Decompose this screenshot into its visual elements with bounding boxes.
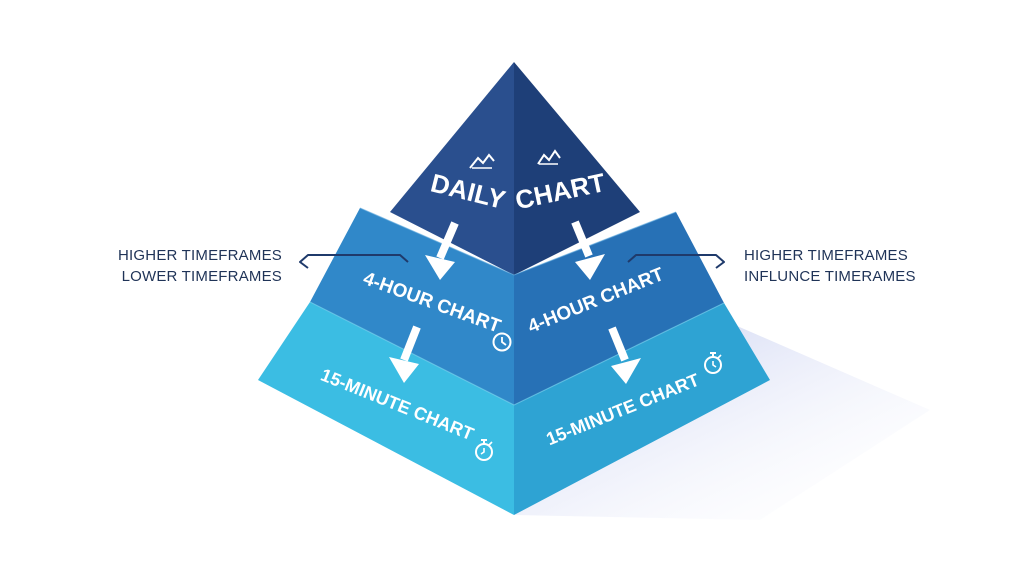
arrow-top-right: [571, 220, 605, 280]
mountain-chart-icon: [537, 149, 561, 165]
middle-tier-right-face: [514, 212, 724, 405]
stopwatch-icon: [475, 439, 493, 461]
arrow-middle-right: [608, 326, 641, 384]
bottom-tier-left-face: [258, 302, 514, 515]
left-callout-text: HIGHER TIMEFRAMES LOWER TIMEFRAMES: [118, 245, 282, 287]
middle-tier-left-face: [310, 208, 514, 405]
tier-edge-upper: [359, 207, 677, 276]
stopwatch-icon: [704, 352, 722, 374]
arrow-middle-left: [389, 325, 421, 383]
left-callout-bracket: [299, 254, 409, 269]
left-callout-line1: HIGHER TIMEFRAMES: [118, 247, 282, 264]
pyramid-shadow: [515, 322, 930, 520]
bottom-tier-right-face: [514, 303, 770, 515]
top-tier-right-face: [514, 62, 640, 275]
right-callout-line1: HIGHER TIMEFRAMES: [744, 247, 908, 264]
top-tier-left-face: [390, 62, 514, 275]
right-callout-text: HIGHER TIMEFRAMES INFLUNCE TIMERAMES: [744, 245, 916, 287]
mountain-chart-icon: [469, 153, 495, 169]
left-callout-line2: LOWER TIMEFRAMES: [121, 268, 282, 285]
right-callout-line2: INFLUNCE TIMERAMES: [744, 268, 916, 285]
tier-edge-lower: [309, 301, 725, 406]
clock-icon: [492, 332, 512, 352]
arrow-top-left: [425, 221, 459, 280]
right-callout-bracket: [627, 254, 725, 269]
